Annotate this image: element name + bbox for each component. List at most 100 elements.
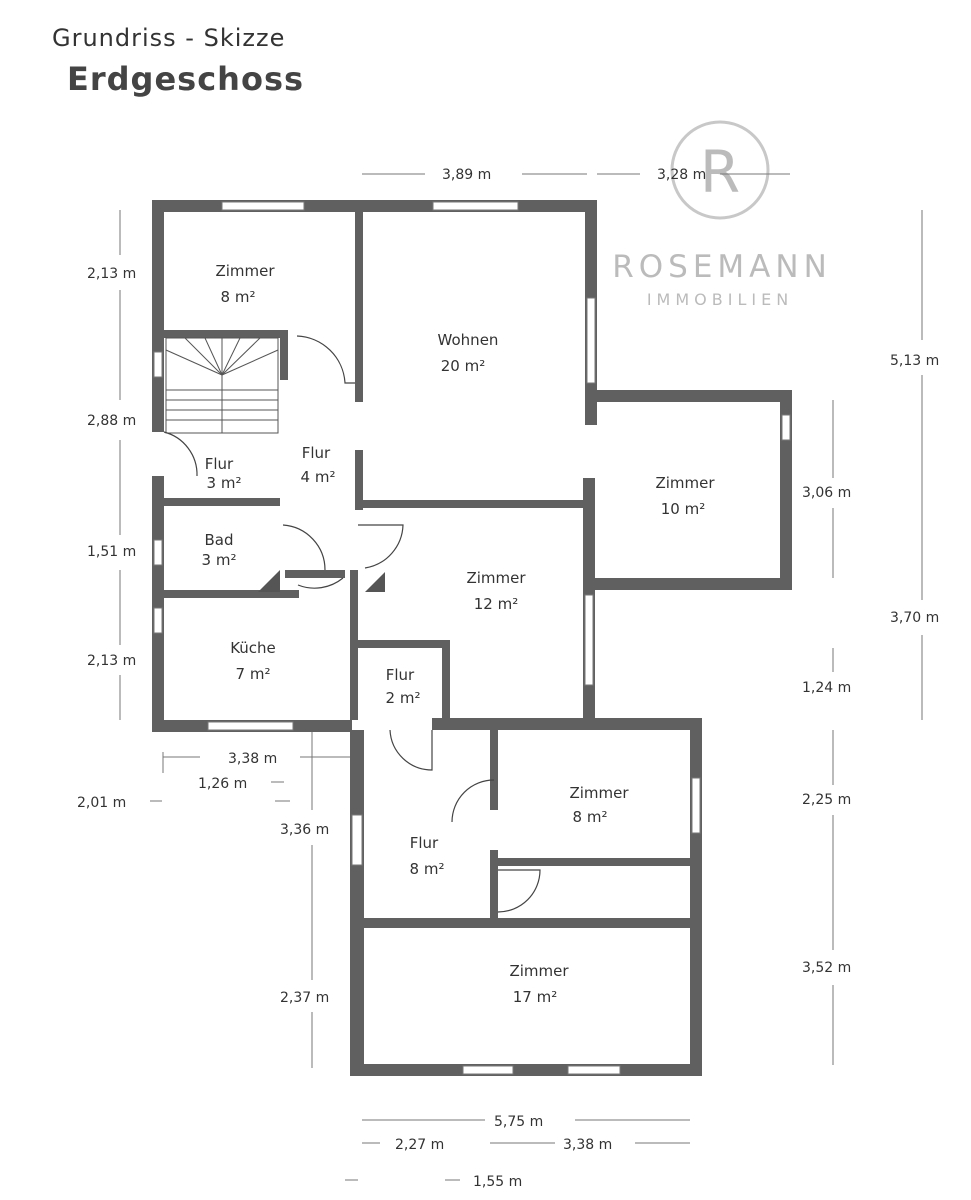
- door-zimmer-17: [497, 869, 541, 913]
- window-6: [153, 539, 163, 566]
- door-bad: [282, 524, 326, 571]
- room-zimmer-10-area: 10 m²: [661, 500, 705, 518]
- room-zimmer-8b-area: 8 m²: [573, 808, 608, 826]
- dim-bottom-4: 1,55 m: [473, 1174, 522, 1190]
- dim-left-1: 2,13 m: [87, 266, 136, 282]
- wall-top: [152, 200, 597, 212]
- window-7: [153, 607, 163, 634]
- room-zimmer-10-name: Zimmer: [655, 474, 715, 492]
- wall-ext-bottom: [585, 578, 792, 590]
- wall-kitchen-right: [350, 570, 358, 720]
- wall-lower-horizontal: [364, 918, 690, 928]
- stair-step: [165, 349, 223, 376]
- window-11: [691, 777, 701, 834]
- door-zimmer-12: [358, 524, 404, 569]
- dim-right-1: 5,13 m: [890, 353, 939, 369]
- window-9: [207, 721, 294, 731]
- door-zimmer-8b: [451, 779, 495, 823]
- plan-subtitle: Erdgeschoss: [67, 60, 305, 98]
- wall-lower-mid: [498, 858, 690, 866]
- wall-ext-top: [585, 390, 792, 402]
- room-wohnen-name: Wohnen: [438, 331, 499, 349]
- dim-lower-left-2: 2,37 m: [280, 990, 329, 1006]
- room-wohnen-area: 20 m²: [441, 357, 485, 375]
- stair-step: [221, 337, 261, 376]
- window-13: [567, 1065, 621, 1075]
- room-labels: Zimmer 8 m² Wohnen 20 m² Flur 4 m² Flur …: [202, 262, 716, 1006]
- wall-flur2-right: [442, 640, 450, 720]
- stair-step: [221, 349, 279, 376]
- wall-lower-left: [350, 730, 364, 1076]
- wall-stair-top: [164, 330, 288, 338]
- wall-lower-right: [690, 718, 702, 1076]
- window-2: [432, 201, 519, 211]
- wall-mid-bottom: [432, 718, 702, 730]
- dim-mid-1: 3,38 m: [228, 751, 277, 767]
- logo-tagline: IMMOBILIEN: [647, 290, 793, 309]
- window-4: [781, 414, 791, 441]
- room-zimmer-8b-name: Zimmer: [569, 784, 629, 802]
- wall-left-upper: [152, 200, 164, 432]
- stair-step: [221, 337, 241, 376]
- room-flur-4-name: Flur: [302, 444, 331, 462]
- windows: [153, 201, 791, 1075]
- wall-bath-top: [164, 498, 280, 506]
- door-wedge-2: [365, 572, 385, 592]
- dim-top-1: 3,89 m: [442, 167, 491, 183]
- wall-interior-1: [355, 212, 363, 402]
- wall-flur2-top: [358, 640, 450, 648]
- room-zimmer-12-name: Zimmer: [466, 569, 526, 587]
- dim-right-6: 3,52 m: [802, 960, 851, 976]
- stair-step: [184, 337, 223, 376]
- staircase: [165, 337, 279, 434]
- logo-letter: R: [700, 138, 740, 206]
- room-zimmer-17-name: Zimmer: [509, 962, 569, 980]
- wall-stair-right: [280, 330, 288, 380]
- room-flur-8-area: 8 m²: [410, 860, 445, 878]
- room-flur-3-name: Flur: [205, 455, 234, 473]
- logo-ring: [670, 120, 770, 220]
- window-12: [462, 1065, 514, 1075]
- logo-name: ROSEMANN: [612, 249, 832, 285]
- dim-right-4: 1,24 m: [802, 680, 851, 696]
- dim-bottom-3: 3,38 m: [563, 1137, 612, 1153]
- window-1: [221, 201, 305, 211]
- door-entrance: [163, 431, 198, 477]
- wall-interior-2: [355, 450, 363, 510]
- room-bad-area: 3 m²: [202, 551, 237, 569]
- dim-bottom-2: 2,27 m: [395, 1137, 444, 1153]
- stair-step: [204, 337, 223, 376]
- wall-kitchen-top: [164, 590, 299, 598]
- wall-interior-3: [355, 500, 585, 508]
- plan-title: Grundriss - Skizze: [52, 24, 286, 52]
- rosemann-logo: R ROSEMANN IMMOBILIEN: [612, 120, 832, 309]
- room-zimmer-8-name: Zimmer: [215, 262, 275, 280]
- wall-lower-vertical-1: [490, 730, 498, 810]
- room-kueche-area: 7 m²: [236, 665, 271, 683]
- dim-mid-3: 2,01 m: [77, 795, 126, 811]
- room-zimmer-8-area: 8 m²: [221, 288, 256, 306]
- dim-left-3: 1,51 m: [87, 544, 136, 560]
- room-bad-name: Bad: [204, 531, 233, 549]
- dimension-lines: [119, 173, 923, 1181]
- dim-left-2: 2,88 m: [87, 413, 136, 429]
- door-kitchen: [297, 577, 344, 589]
- dimension-labels: 3,89 m 3,28 m 2,13 m 2,88 m 1,51 m 2,13 …: [77, 167, 939, 1190]
- door-zimmer-1: [296, 335, 355, 384]
- doors: [163, 335, 541, 913]
- window-10: [351, 814, 363, 866]
- wall-door-segment: [285, 570, 345, 578]
- room-flur-2-area: 2 m²: [386, 689, 421, 707]
- room-kueche-name: Küche: [230, 639, 276, 657]
- dim-left-4: 2,13 m: [87, 653, 136, 669]
- room-zimmer-17-area: 17 m²: [513, 988, 557, 1006]
- wall-left-lower: [152, 476, 164, 732]
- dim-bottom-1: 5,75 m: [494, 1114, 543, 1130]
- room-flur-4-area: 4 m²: [301, 468, 336, 486]
- dim-top-2: 3,28 m: [657, 167, 706, 183]
- dim-right-2: 3,06 m: [802, 485, 851, 501]
- dim-right-3: 3,70 m: [890, 610, 939, 626]
- window-8: [584, 594, 594, 686]
- dim-mid-2: 1,26 m: [198, 776, 247, 792]
